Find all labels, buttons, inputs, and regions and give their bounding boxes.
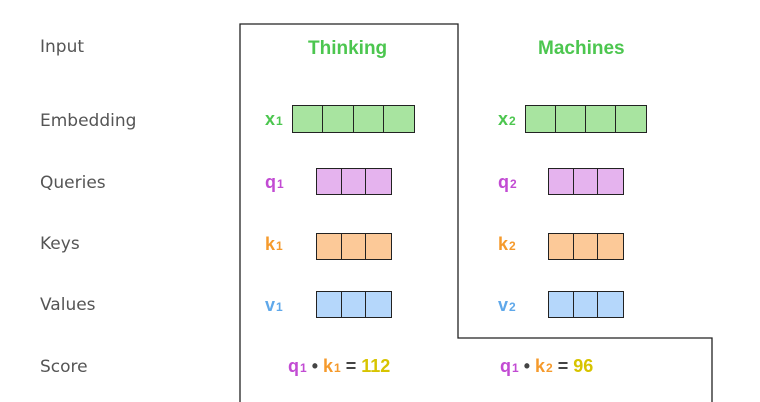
vector-cell (366, 169, 391, 194)
vector-cell (317, 169, 342, 194)
vector-cell (573, 292, 599, 317)
row-label-embedding: Embedding (40, 111, 137, 131)
vector-cell (366, 292, 391, 317)
vector-cell (586, 106, 616, 132)
vector-cell (598, 292, 623, 317)
row-label-input: Input (40, 37, 85, 57)
vector-cell (549, 292, 574, 317)
value-vector-v1 (316, 291, 392, 318)
vector-cell (556, 106, 586, 132)
vector-cell (573, 234, 599, 259)
embedding-label-x1: x1 (265, 109, 283, 129)
embedding-vector-x2 (525, 105, 647, 133)
word-thinking: Thinking (308, 38, 388, 59)
query-label-q1: q1 (265, 172, 284, 192)
score-thinking: q1 • k1 = 112 (288, 356, 391, 376)
embedding-vector-x1 (292, 105, 415, 133)
key-vector-k2 (548, 233, 624, 260)
vector-cell (383, 106, 414, 132)
query-vector-q1 (316, 168, 392, 195)
vector-cell (616, 106, 646, 132)
vector-cell (353, 106, 384, 132)
row-label-score: Score (40, 357, 88, 377)
query-vector-q2 (548, 168, 624, 195)
query-label-q2: q2 (498, 172, 517, 192)
vector-cell (323, 106, 354, 132)
vector-cell (598, 234, 623, 259)
vector-cell (549, 169, 574, 194)
word-machines: Machines (538, 38, 625, 59)
key-label-k1: k1 (265, 234, 283, 254)
value-label-v2: v2 (498, 295, 516, 315)
vector-cell (341, 292, 367, 317)
vector-cell (526, 106, 556, 132)
vector-cell (573, 169, 599, 194)
row-label-keys: Keys (40, 234, 80, 254)
vector-cell (341, 234, 367, 259)
value-label-v1: v1 (265, 295, 283, 315)
key-vector-k1 (316, 233, 392, 260)
key-label-k2: k2 (498, 234, 516, 254)
value-vector-v2 (548, 291, 624, 318)
vector-cell (293, 106, 324, 132)
vector-cell (317, 234, 342, 259)
score-machines: q1 • k2 = 96 (500, 356, 594, 376)
vector-cell (598, 169, 623, 194)
score-value: 96 (573, 356, 594, 376)
row-label-queries: Queries (40, 173, 106, 193)
vector-cell (549, 234, 574, 259)
row-label-values: Values (40, 295, 96, 315)
vector-cell (341, 169, 367, 194)
score-value: 112 (361, 356, 391, 376)
vector-cell (317, 292, 342, 317)
vector-cell (366, 234, 391, 259)
embedding-label-x2: x2 (498, 109, 516, 129)
